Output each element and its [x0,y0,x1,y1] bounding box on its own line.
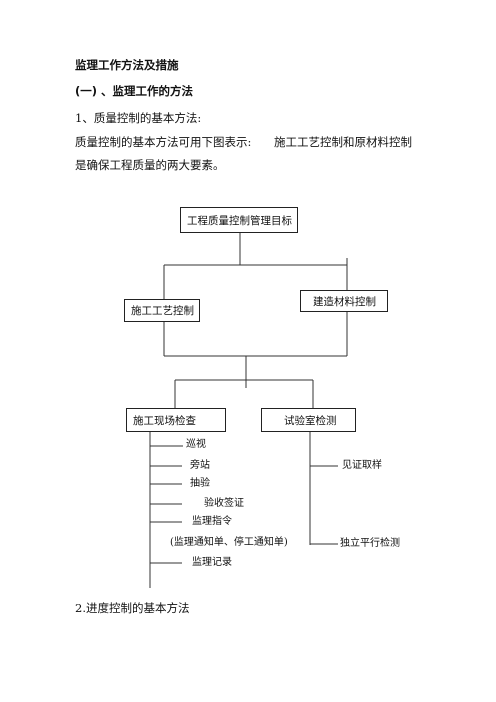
diagram-root-box: 工程质量控制管理目标 [180,207,298,233]
site-item-sampling: 抽验 [190,478,210,489]
item-1-title: 1、质量控制的基本方法: [75,111,202,125]
paragraph-line-1a: 质量控制的基本方法可用下图表示: [75,135,252,149]
diagram-material-control-box: 建造材料控制 [300,290,388,312]
site-item-notices: (监理通知单、停工通知单) [170,537,288,548]
item-2-title: 2.进度控制的基本方法 [75,601,190,615]
diagram-root-label: 工程质量控制管理目标 [187,214,292,227]
diagram-process-control-box: 施工工艺控制 [124,299,200,322]
document-subheading: (一) 、监理工作的方法 [75,84,194,98]
diagram-process-control-label: 施工工艺控制 [131,305,194,317]
site-item-acceptance: 验收签证 [204,498,244,509]
diagram-lab-test-box: 试验室检测 [261,408,356,432]
diagram-site-check-label: 施工现场检查 [133,414,196,427]
site-item-instruction: 监理指令 [192,516,232,527]
lab-item-parallel-test: 独立平行检测 [340,538,400,549]
diagram-lab-test-label: 试验室检测 [284,414,337,427]
document-heading: 监理工作方法及措施 [75,58,179,72]
paragraph-line-2: 是确保工程质量的两大要素。 [75,158,225,172]
site-item-standby: 旁站 [190,460,210,471]
site-item-records: 监理记录 [192,557,232,568]
diagram-site-check-box: 施工现场检查 [126,408,226,432]
site-item-patrol: 巡视 [186,439,206,450]
lab-item-witness-sampling: 见证取样 [342,460,382,471]
diagram-material-control-label: 建造材料控制 [313,295,376,308]
paragraph-line-1b: 施工工艺控制和原材料控制 [274,135,412,149]
